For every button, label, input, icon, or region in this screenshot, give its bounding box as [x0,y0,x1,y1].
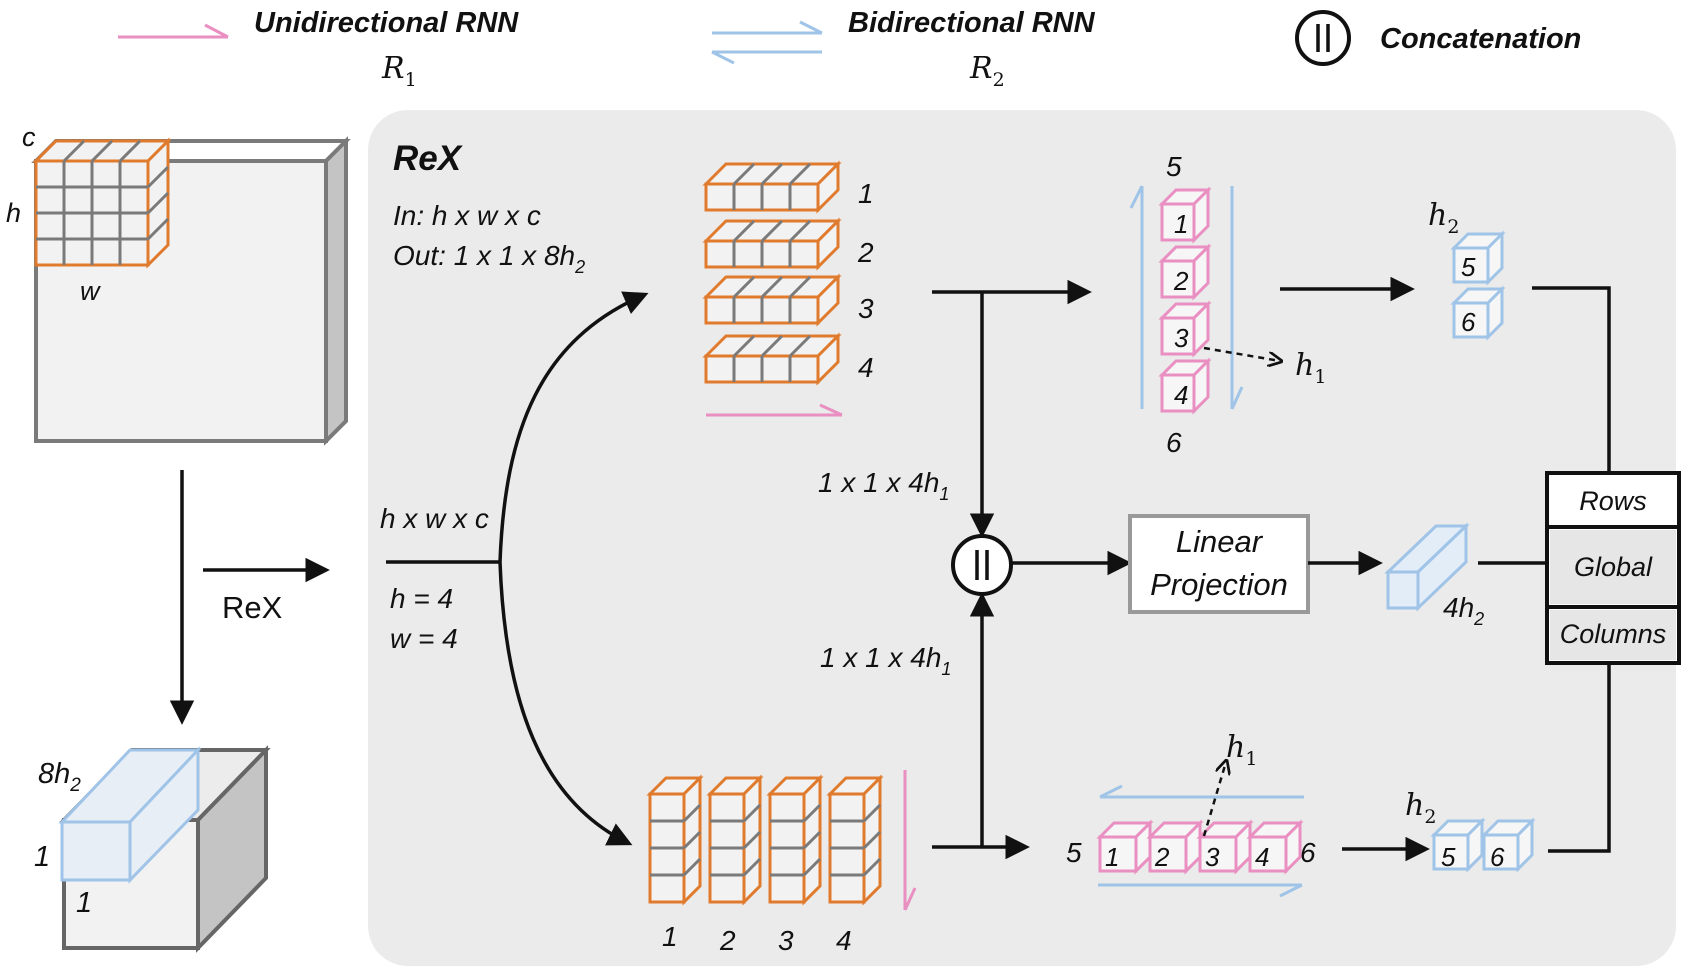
rex-panel [368,110,1676,966]
bottom-out-item-6: 6 [1490,842,1505,872]
projection-output-label: 4h2 [1443,592,1484,629]
projection-output-vector [1384,522,1470,612]
vseq-item-2: 2 [1173,266,1189,296]
out-label: Out: 1 x 1 x 8h2 [393,240,585,277]
stack-columns-label: Columns [1560,619,1667,649]
vseq-item-4: 4 [1174,380,1188,410]
column-label-2: 2 [719,925,736,956]
rex-arrow-label: ReX [222,590,283,625]
projection-line-1: Linear [1176,524,1264,559]
vseq-item-1: 1 [1174,209,1188,239]
hseq-item-4: 4 [1255,842,1269,872]
projection-line-2: Projection [1150,567,1288,602]
legend: Unidirectional RNN R1 Bidirectional RNN … [118,7,1581,91]
panel-title: ReX [393,139,464,178]
column-label-3: 3 [778,925,794,956]
r1-symbol: R1 [381,51,417,91]
unidirectional-label: Unidirectional RNN [254,7,519,39]
column-strip-3 [766,774,824,906]
concat-bottom-dim: 1 x 1 x 4h1 [820,642,951,679]
h-value: h = 4 [390,583,453,614]
bottom-output-pair [1430,817,1536,873]
input-patch [32,137,172,269]
row-strips [702,160,842,386]
vseq-cube-1 [1158,186,1212,244]
row-strip-4 [702,332,842,386]
hseq-item-2: 2 [1154,842,1170,872]
output-height-label: 1 [34,841,50,873]
row-strip-2 [702,217,842,271]
split-arrow-top [498,291,649,563]
vseq-item-3: 3 [1174,323,1189,353]
bottom-out-cube-2 [1480,817,1536,873]
hseq-item-1: 1 [1105,842,1119,872]
hseq-start-label: 5 [1066,837,1082,868]
vseq-cube-3 [1158,300,1212,358]
hseq-end-label: 6 [1300,837,1316,868]
concat-top-dim: 1 x 1 x 4h1 [818,467,949,504]
row-strip-1 [702,160,842,214]
top-out-item-6: 6 [1461,307,1476,337]
bottom-out-item-5: 5 [1441,842,1456,872]
row-label-4: 4 [858,352,874,383]
top-output-pair [1450,230,1506,341]
feature-stack [1545,471,1681,665]
hseq-cube-4 [1246,819,1304,875]
horizontal-sequence [1096,784,1304,898]
column-strip-4 [826,774,884,906]
in-label: In: h x w x c [393,200,541,231]
top-out-to-stack-line [1532,286,1611,473]
bottom-out-to-stack-line [1548,663,1611,853]
vseq-end-label: 6 [1166,427,1182,458]
hseq-hidden-arrow [1202,762,1226,837]
vertical-sequence [1129,185,1244,415]
hseq-hidden-label: h1 [1226,730,1257,770]
concatenation-label: Concatenation [1380,23,1581,55]
concatenation-node-icon [951,534,1013,596]
stack-global-label: Global [1574,552,1653,582]
r2-symbol: R2 [969,51,1005,91]
bottom-out-label: h2 [1405,788,1436,828]
bidirectional-arrow-icon [711,20,823,65]
top-out-label: h2 [1428,198,1459,238]
output-block: 8h2 1 1 [34,745,271,953]
input-dim-label: h x w x c [380,503,489,534]
w-value: w = 4 [390,623,458,654]
row-strip-3 [702,273,842,327]
hseq-item-3: 3 [1205,842,1220,872]
top-out-cube-2 [1450,285,1506,341]
column-strip-1 [646,774,704,906]
split-arrow-bottom [498,561,633,846]
vseq-cube-2 [1158,243,1212,301]
h-label: h [6,198,21,228]
hseq-cube-1 [1096,819,1154,875]
top-out-item-5: 5 [1461,252,1476,282]
vseq-cube-4 [1158,357,1212,415]
output-vector [58,746,202,884]
column-strips [646,774,884,906]
stack-rows-label: Rows [1579,486,1647,516]
column-label-4: 4 [836,925,852,956]
c-label: c [22,122,36,152]
column-label-1: 1 [662,921,678,952]
column-strip-2 [706,774,764,906]
row-label-1: 1 [858,178,874,209]
concatenation-icon [1295,10,1351,66]
row-label-2: 2 [857,237,874,268]
vseq-start-label: 5 [1166,151,1182,182]
output-depth-label: 8h2 [38,758,81,796]
bottom-out-cube-1 [1430,817,1486,873]
vseq-hidden-label: h1 [1295,348,1326,388]
output-width-label: 1 [76,887,92,919]
row-label-3: 3 [858,293,874,324]
top-out-cube-1 [1450,230,1506,286]
input-feature-map: c h w [6,122,351,446]
bidirectional-label: Bidirectional RNN [848,7,1096,39]
w-label: w [80,276,101,306]
vseq-hidden-arrow [1203,346,1280,361]
hseq-cube-2 [1146,819,1204,875]
